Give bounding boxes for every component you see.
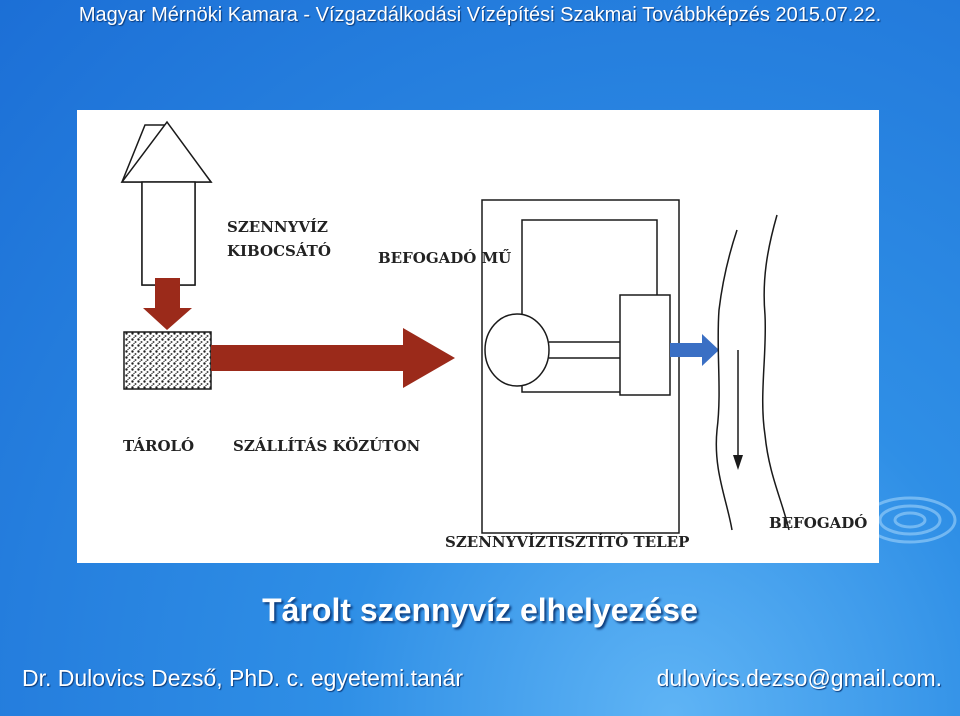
slide-title: Tárolt szennyvíz elhelyezése <box>262 592 698 628</box>
footer-email: dulovics.dezso@gmail.com. <box>656 665 942 691</box>
label-storage: TÁROLÓ <box>123 437 194 455</box>
river-flow-arrow-icon <box>733 455 743 470</box>
label-road-transport: SZÁLLÍTÁS KÖZÚTON <box>233 436 421 455</box>
river-bank-right <box>762 214 790 531</box>
river-bank-left <box>715 229 738 531</box>
label-receiving-water: BEFOGADÓ <box>769 514 867 532</box>
slide-header: Magyar Mérnöki Kamara - Vízgazdálkodási … <box>78 4 882 26</box>
wastewater-diagram: SZENNYVÍZ KIBOCSÁTÓ BEFOGADÓ MŰ TÁROLÓ S… <box>120 120 867 551</box>
footer-author: Dr. Dulovics Dezső, PhD. c. egyetemi.tan… <box>22 665 463 691</box>
receiving-structure-ellipse <box>484 313 550 387</box>
diagram-panel: SZENNYVÍZ KIBOCSÁTÓ BEFOGADÓ MŰ TÁROLÓ S… <box>77 110 879 563</box>
storage-box <box>123 331 212 390</box>
treatment-plant-frame <box>481 199 680 534</box>
treatment-unit <box>619 294 671 396</box>
label-treatment-plant: SZENNYVÍZTISZTÍTÓ TELEP <box>445 533 689 551</box>
label-receiving-structure: BEFOGADÓ MŰ <box>378 249 511 267</box>
transport-arrow-icon <box>211 328 455 388</box>
outflow-arrow-icon <box>670 334 719 366</box>
label-emitter-line1: SZENNYVÍZ <box>227 218 328 236</box>
down-arrow-icon <box>143 278 192 330</box>
label-emitter-line2: KIBOCSÁTÓ <box>227 242 331 260</box>
